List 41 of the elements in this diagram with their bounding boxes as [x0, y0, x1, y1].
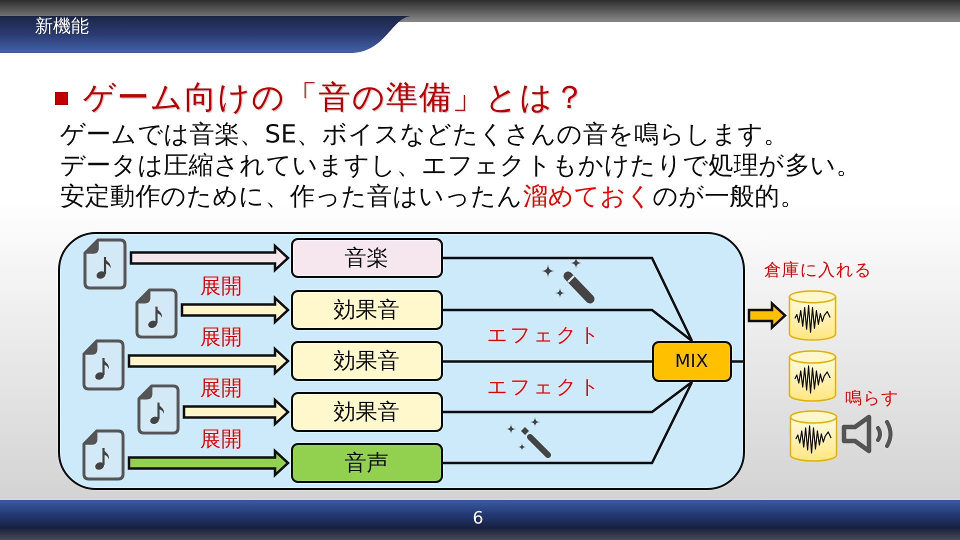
connector-line [443, 256, 694, 342]
rounded-panel [58, 232, 745, 490]
music-file-icon [82, 238, 126, 290]
block-arrow [128, 346, 290, 376]
process-box: 音声 [290, 442, 442, 482]
annotation: 鳴らす [845, 388, 899, 410]
connector-line [443, 308, 693, 342]
annotation: エフェクト [487, 374, 602, 400]
music-file-icon [134, 288, 178, 338]
block-arrow [182, 397, 290, 427]
connector-line [732, 360, 745, 363]
process-box: 効果音 [290, 290, 442, 330]
slide-heading: ゲーム向けの「音の準備」とは？ [83, 77, 586, 117]
body-text: データは圧縮されていますし、エフェクトもかけたりで処理が多い。 [60, 149, 862, 181]
music-file-icon [82, 428, 124, 480]
process-box: 音楽 [290, 238, 442, 278]
header-title: 新機能 [35, 16, 89, 38]
annotation: エフェクト [487, 322, 602, 348]
storage-cylinder [788, 289, 837, 342]
block-arrow [130, 243, 290, 273]
edge-label: 展開 [200, 272, 242, 300]
block-arrow [180, 295, 290, 325]
node-label: 倉庫に入れる [764, 260, 872, 282]
storage-cylinder [788, 349, 837, 403]
process-box: 効果音 [290, 392, 442, 432]
edge-label: 展開 [200, 426, 242, 452]
block-arrow [748, 300, 787, 330]
storage-cylinder [789, 409, 838, 463]
body-text: ゲームでは音楽、SE、ボイスなどたくさんの音を鳴らします。 [60, 118, 789, 150]
edge-label: 展開 [200, 374, 242, 402]
process-box: 効果音 [290, 340, 442, 380]
body-text: 安定動作のために、作った音はいったん溜めておくのが一般的。 [60, 180, 805, 212]
music-file-icon [82, 338, 124, 390]
process-box: MIX [652, 340, 732, 382]
connector-line [443, 360, 652, 363]
music-file-icon [136, 384, 180, 434]
connector-line [443, 381, 694, 464]
page-number: 6 [472, 508, 484, 530]
connector-line [443, 381, 693, 414]
edge-label: 展開 [200, 324, 242, 350]
block-arrow [128, 448, 290, 478]
